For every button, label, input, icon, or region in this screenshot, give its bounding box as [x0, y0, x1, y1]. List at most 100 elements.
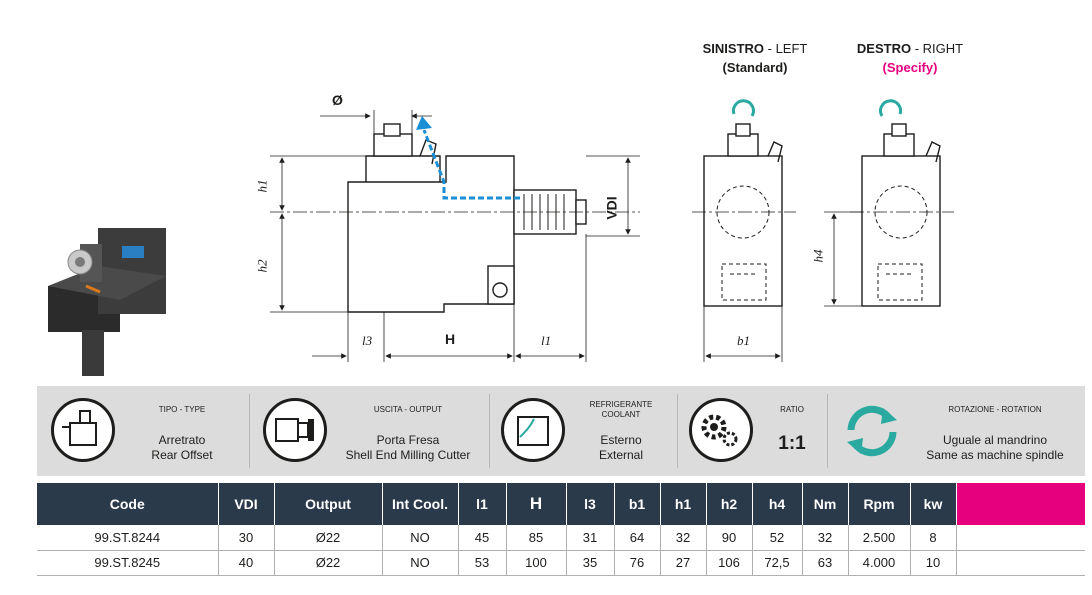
feature-coolant-caption-it: REFRIGERANTE: [589, 400, 653, 409]
column-header: kw: [910, 483, 957, 525]
table-cell: Ø22: [274, 525, 383, 551]
feature-rotation-caption: ROTAZIONE - ROTATION: [948, 405, 1042, 414]
column-header: h4: [752, 483, 803, 525]
table-cell: NO: [382, 550, 459, 576]
table-cell: 40: [218, 550, 275, 576]
table-cell: 72,5: [752, 550, 803, 576]
strip-divider: [827, 394, 828, 468]
feature-coolant-value: Esterno External: [573, 433, 669, 463]
feature-ratio-caption: RATIO: [780, 405, 804, 414]
table-cell: 32: [802, 525, 849, 551]
table-row: 99.ST.8245 40 Ø22 NO 53 100 35 76 27 106…: [37, 550, 1085, 576]
front-view-left: [692, 123, 796, 307]
table-header-row: Code VDI Output Int Cool. l1 H l3 b1 h1 …: [37, 483, 1085, 525]
feature-rotation: ROTAZIONE - ROTATION Uguale al mandrino …: [829, 386, 1085, 476]
right-view-dimensions: [824, 211, 862, 307]
left-view-title-suffix: - LEFT: [767, 41, 808, 56]
strip-divider: [249, 394, 250, 468]
column-header: b1: [614, 483, 661, 525]
feature-output: USCITA - OUTPUT Porta Fresa Shell End Mi…: [251, 386, 487, 476]
right-view-subtitle: (Specify): [882, 60, 938, 75]
feature-rotation-value-en: Same as machine spindle: [926, 448, 1064, 462]
strip-divider: [677, 394, 678, 468]
table-cell: 90: [706, 525, 753, 551]
feature-ratio-value: 1:1: [778, 433, 806, 454]
tool-holder-photo: [48, 228, 166, 376]
table-cell: 45: [458, 525, 507, 551]
table-cell: 27: [660, 550, 707, 576]
feature-output-value: Porta Fresa Shell End Milling Cutter: [333, 433, 483, 463]
feature-type-value-en: Rear Offset: [151, 448, 213, 462]
right-view-title-suffix: - RIGHT: [914, 41, 964, 56]
dim-diameter-label: Ø: [332, 92, 343, 108]
drawing-svg: [48, 99, 954, 376]
rear-offset-icon: [51, 398, 115, 462]
table-cell: 106: [706, 550, 753, 576]
table-cell: 85: [506, 525, 567, 551]
column-header: h1: [660, 483, 707, 525]
table-cell: 63: [802, 550, 849, 576]
table-cell: 52: [752, 525, 803, 551]
feature-output-value-en: Shell End Milling Cutter: [345, 448, 471, 462]
column-header: VDI: [218, 483, 275, 525]
technical-drawing: SINISTRO - LEFT (Standard) DESTRO - RIGH…: [48, 39, 978, 376]
feature-type-value-it: Arretrato: [158, 433, 206, 447]
strip-divider: [489, 394, 490, 468]
table-cell: 53: [458, 550, 507, 576]
table-cell: [956, 550, 1085, 576]
rotation-arrow-left: [731, 99, 755, 117]
table-cell: 35: [566, 550, 615, 576]
column-header: Code: [37, 483, 219, 525]
feature-output-caption: USCITA - OUTPUT: [373, 405, 443, 414]
dim-H-label: H: [445, 331, 456, 347]
feature-type: TIPO - TYPE Arretrato Rear Offset: [37, 386, 247, 476]
dim-vdi-label: VDI: [603, 196, 620, 220]
table-cell: 76: [614, 550, 661, 576]
dim-h4-label: h4: [810, 249, 826, 263]
rotation-icon: [841, 400, 903, 462]
front-view-right: [850, 123, 954, 307]
table-cell: Ø22: [274, 550, 383, 576]
dim-b1-label: b1: [737, 333, 750, 348]
dim-l1-label: l1: [541, 333, 552, 348]
table-cell: 2.500: [848, 525, 911, 551]
table-cell: 4.000: [848, 550, 911, 576]
coolant-icon: [501, 398, 565, 462]
column-header: Output: [274, 483, 383, 525]
table-cell: 99.ST.8244: [37, 525, 219, 551]
feature-coolant-caption: REFRIGERANTE COOLANT: [573, 400, 669, 420]
left-view-title: SINISTRO: [702, 41, 765, 56]
gears-icon: [689, 398, 753, 462]
feature-rotation-value-it: Uguale al mandrino: [942, 433, 1048, 447]
table-cell: 30: [218, 525, 275, 551]
column-header: Nm: [802, 483, 849, 525]
left-view-subtitle: (Standard): [722, 60, 788, 75]
feature-rotation-value: Uguale al mandrino Same as machine spind…: [909, 433, 1081, 463]
feature-coolant: REFRIGERANTE COOLANT Esterno External: [491, 386, 675, 476]
column-header: l3: [566, 483, 615, 525]
feature-strip: TIPO - TYPE Arretrato Rear Offset USCITA…: [37, 386, 1085, 476]
dim-h2-label: h2: [254, 259, 270, 273]
column-header: Rpm: [848, 483, 911, 525]
right-view-title: DESTRO: [856, 41, 912, 56]
feature-coolant-value-it: Esterno: [600, 433, 642, 447]
feature-type-value: Arretrato Rear Offset: [127, 433, 237, 463]
table-cell: [956, 525, 1085, 551]
column-header: H: [506, 483, 567, 525]
accent-header-cell: [956, 483, 1085, 525]
feature-coolant-caption-en: COOLANT: [601, 410, 641, 419]
rotation-arrow-right: [879, 99, 903, 117]
side-dimensions: [270, 110, 640, 362]
feature-ratio: RATIO 1:1: [679, 386, 825, 476]
column-header: l1: [458, 483, 507, 525]
table-cell: 10: [910, 550, 957, 576]
table-cell: 99.ST.8245: [37, 550, 219, 576]
milling-cutter-icon: [263, 398, 327, 462]
coolant-path-arrow: [422, 129, 520, 200]
table-row: 99.ST.8244 30 Ø22 NO 45 85 31 64 32 90 5…: [37, 525, 1085, 551]
column-header: Int Cool.: [382, 483, 459, 525]
feature-type-caption: TIPO - TYPE: [158, 405, 206, 414]
table-cell: 64: [614, 525, 661, 551]
left-view-heading: SINISTRO - LEFT (Standard): [690, 39, 820, 77]
right-view-heading: DESTRO - RIGHT (Specify): [842, 39, 978, 77]
